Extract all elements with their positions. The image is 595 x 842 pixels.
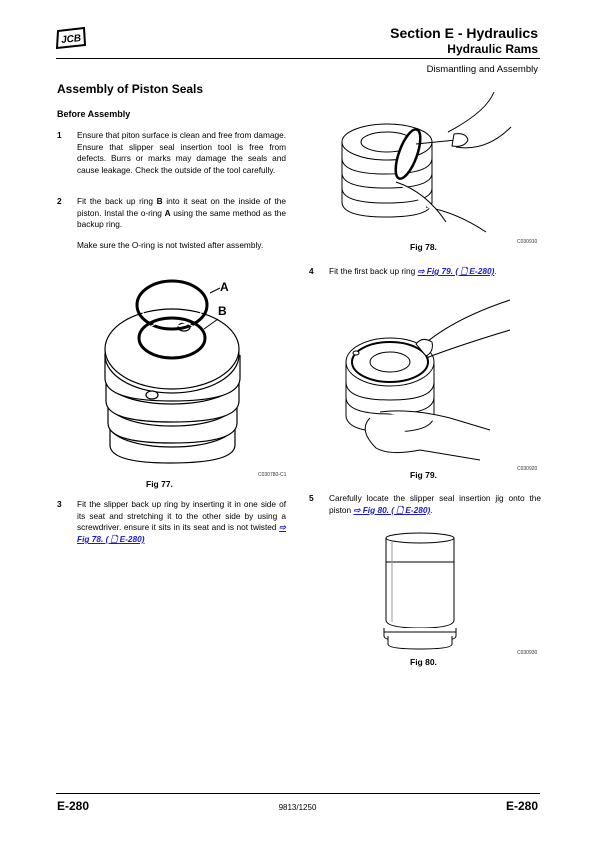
- figure-link[interactable]: ⇨ Fig 79. ( 🗋 E-280): [417, 266, 495, 276]
- step-5: 5 Carefully locate the slipper seal inse…: [309, 493, 541, 515]
- figure-code: C030930: [517, 650, 538, 656]
- figure-caption: Fig 77.: [146, 479, 173, 489]
- figure-code: C030780-C1: [258, 472, 287, 478]
- figure-caption: Fig 79.: [410, 470, 437, 480]
- step-number: 3: [57, 499, 62, 509]
- step-number: 2: [57, 196, 62, 206]
- step-text: Fit the first back up ring: [329, 266, 416, 276]
- step-text: Fit the slipper back up ring by insertin…: [77, 499, 286, 533]
- step-text: Ensure that piton surface is clean and f…: [77, 130, 286, 176]
- step-number: 1: [57, 130, 62, 140]
- page-topic: Dismantling and Assembly: [426, 64, 538, 75]
- header-rule: [56, 58, 540, 59]
- figure-79-illustration: [345, 299, 511, 461]
- figure-code: C030920: [517, 466, 538, 472]
- figure-caption: Fig 80.: [410, 657, 437, 667]
- page-number-left: E-280: [57, 799, 90, 813]
- step-3: 3 Fit the slipper back up ring by insert…: [57, 499, 287, 549]
- step-number: 4: [309, 266, 314, 276]
- figure-77-illustration: A B: [104, 279, 241, 464]
- figure-caption: Fig 78.: [410, 242, 437, 252]
- step-number: 5: [309, 493, 314, 503]
- step-4: 4 Fit the first back up ring ⇨ Fig 79. (…: [309, 266, 497, 276]
- figure-link[interactable]: ⇨ Fig 80. ( 🗋 E-280): [353, 504, 431, 515]
- figure-link[interactable]: ⇨ Fig 78. ( 🗋 E-280): [77, 522, 286, 545]
- figure-78-illustration: [341, 91, 512, 233]
- jcb-logo: JCB: [55, 27, 87, 49]
- step-text: Carefully locate the slipper seal insert…: [329, 493, 541, 515]
- step-text: Fit the back up ring B into it seat on t…: [77, 196, 287, 230]
- footer-rule: [56, 793, 540, 794]
- page-title: Assembly of Piston Seals: [57, 82, 204, 96]
- figure-code: C030910: [517, 239, 538, 245]
- label-a: A: [220, 280, 229, 294]
- document-number: 9813/1250: [278, 803, 317, 812]
- step-2: 2 Fit the back up ring B into it seat on…: [57, 196, 287, 256]
- subheading: Before Assembly: [57, 109, 131, 119]
- page-number-right: E-280: [505, 799, 538, 813]
- section-subtitle: Hydraulic Rams: [447, 42, 538, 56]
- figure-80-illustration: [383, 532, 457, 650]
- step-note: Make sure the O-ring is not twisted afte…: [77, 240, 264, 250]
- step-1: 1 Ensure that piton surface is clean and…: [57, 130, 287, 188]
- section-title: Section E - Hydraulics: [390, 25, 538, 41]
- logo-text: JCB: [61, 33, 82, 46]
- label-b: B: [218, 304, 227, 318]
